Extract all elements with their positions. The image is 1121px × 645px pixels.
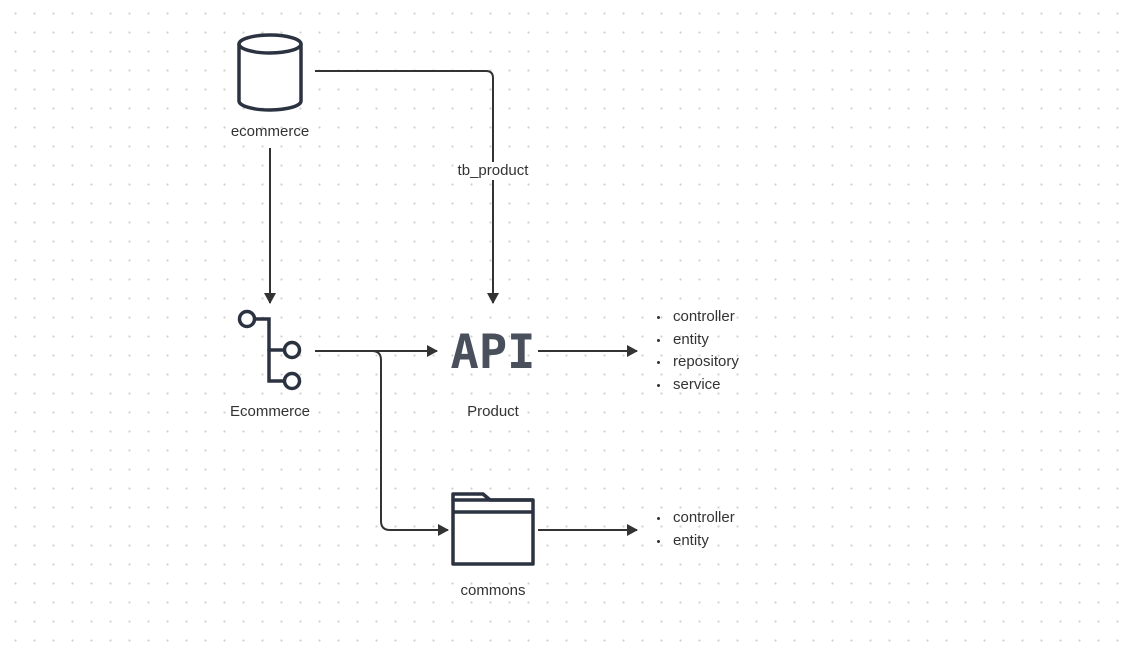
- product-package-list: controller entity repository service: [655, 306, 739, 396]
- list-item: controller: [655, 306, 739, 329]
- commons-package-list: controller entity: [655, 507, 735, 552]
- edge-label-tb-product: tb_product: [455, 162, 531, 180]
- api-label: Product: [467, 403, 519, 420]
- edge-database-to-api: [315, 70, 499, 304]
- folder-label: commons: [460, 582, 526, 599]
- database-icon[interactable]: [237, 33, 303, 112]
- list-item: repository: [655, 351, 739, 374]
- repository-label: Ecommerce: [229, 403, 311, 420]
- list-item: entity: [655, 530, 735, 553]
- edge-repository-to-folder: [371, 350, 449, 536]
- git-branch-icon[interactable]: [237, 309, 302, 391]
- list-item: service: [655, 374, 739, 397]
- database-label: ecommerce: [230, 123, 310, 140]
- api-icon[interactable]: API: [451, 325, 536, 380]
- list-item: controller: [655, 507, 735, 530]
- folder-icon[interactable]: [451, 492, 535, 566]
- list-item: entity: [655, 329, 739, 352]
